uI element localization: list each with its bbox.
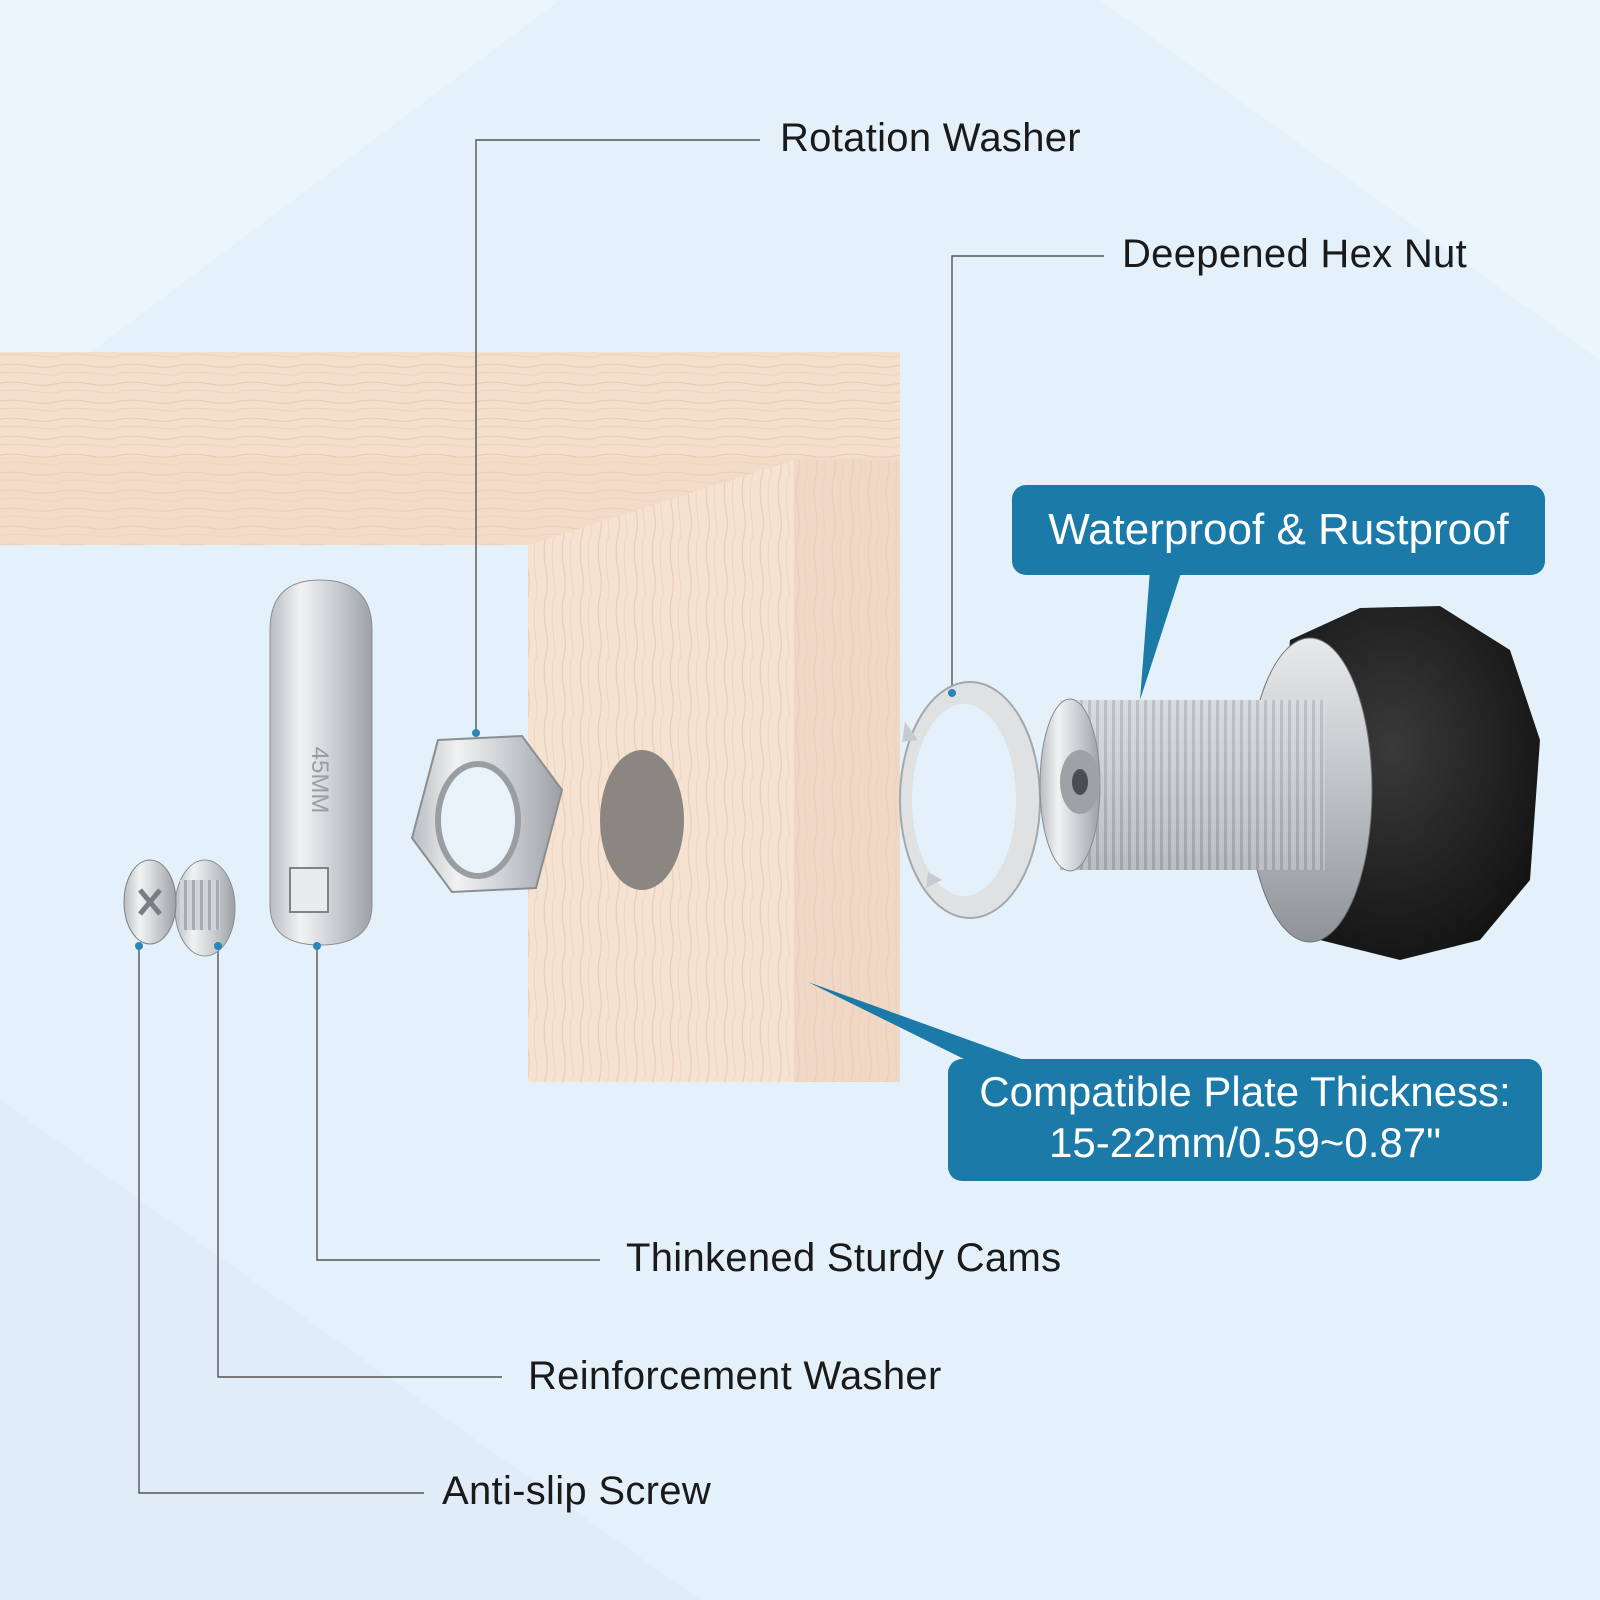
label-rotation-washer: Rotation Washer [780,116,1081,160]
label-anti-slip-screw: Anti-slip Screw [442,1469,712,1513]
cam-lock-illustration [1039,606,1540,960]
rotation-washer-illustration [899,681,1041,919]
callout-waterproof-label: Waterproof & Rustproof [1048,505,1509,555]
plate-thickness-line1: Compatible Plate Thickness: [979,1068,1511,1115]
cabinet-hole [600,750,684,890]
plate-thickness-line2: 15-22mm/0.59~0.87" [1049,1119,1441,1167]
leader-rotation-washer [475,139,760,733]
callout-plate-thickness-shape [808,982,1542,1181]
anti-slip-screw-illustration [123,859,236,957]
leader-cams [316,946,600,1261]
leader-hex-nut [951,255,1104,693]
leader-dots [135,689,956,950]
leader-lines [138,139,1104,1494]
label-reinforcement-washer: Reinforcement Washer [528,1354,942,1398]
cam-size-marking: 45MM [306,747,333,814]
cam-illustration: 45MM [269,579,373,946]
callout-plate-thickness-text: Compatible Plate Thickness: 15-22mm/0.59… [948,1066,1542,1168]
leader-screw [138,946,424,1494]
hex-nut-illustration [410,734,564,894]
label-deepened-hex-nut: Deepened Hex Nut [1122,232,1468,276]
callout-waterproof-text: Waterproof & Rustproof [1012,485,1545,575]
label-thickened-cams: Thinkened Sturdy Cams [626,1236,1062,1280]
cabinet-board [0,352,900,1082]
callout-waterproof-shape [1012,485,1545,700]
leader-reinforcement-washer [217,946,502,1378]
